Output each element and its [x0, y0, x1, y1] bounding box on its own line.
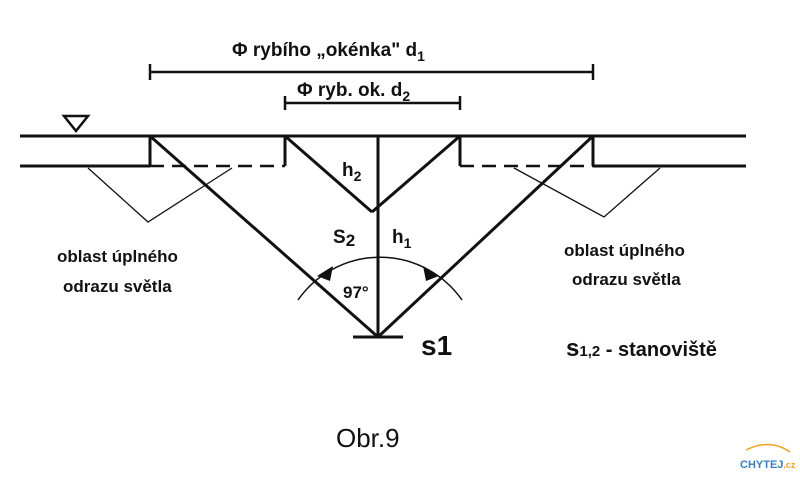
label-s2: S2: [333, 227, 355, 250]
label-h1: h1: [392, 227, 412, 251]
angle-arrow-right: [423, 266, 439, 281]
dimension-d1: Φ rybího „okénka" d1: [148, 40, 595, 80]
lower-boundary: [20, 136, 746, 168]
right-region-label-line1: oblast úplného: [564, 241, 685, 260]
watermark-text: CHYTEJ.cz: [740, 459, 796, 471]
figure-caption: Obr.9: [336, 423, 400, 453]
left-region-label-line1: oblast úplného: [57, 247, 178, 266]
angle-arrow-left: [317, 266, 333, 281]
watermark-logo: CHYTEJ.cz: [740, 443, 796, 471]
cone-s1: [149, 134, 595, 339]
label-h2: h2: [342, 160, 362, 184]
label-s1: s1: [421, 330, 452, 361]
water-level-icon: [61, 114, 91, 134]
label-d1: Φ rybího „okénka" d1: [232, 40, 425, 64]
left-region-label-line2: odrazu světla: [63, 277, 172, 296]
cone-s2: [284, 134, 461, 214]
watermark-arc-icon: [745, 443, 791, 453]
label-d2: Φ ryb. ok. d2: [297, 80, 410, 104]
angle-arc: [297, 256, 463, 301]
region-indicators: [87, 167, 661, 223]
right-region-label-line2: odrazu světla: [572, 270, 681, 289]
dimension-d2: Φ ryb. ok. d2: [283, 80, 462, 110]
legend-stanoviste: s1,2 - stanoviště: [566, 335, 717, 362]
label-angle: 97°: [343, 283, 369, 302]
